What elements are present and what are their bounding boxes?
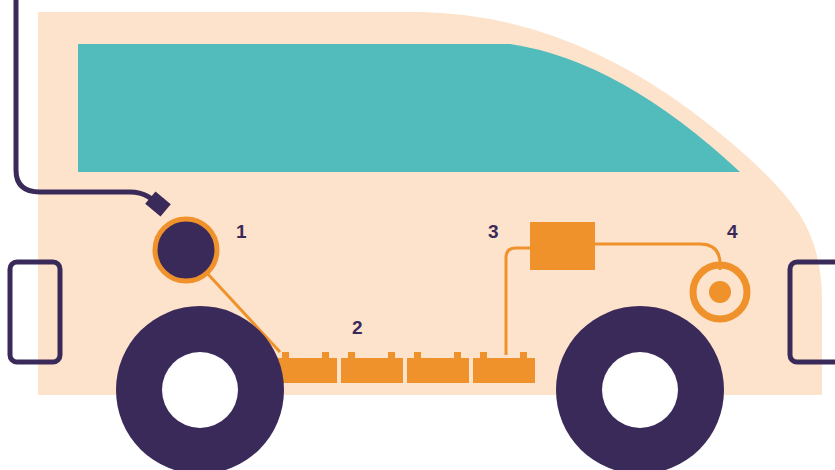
motor-core [709,281,731,303]
front-hub [602,352,678,428]
front-bumper [790,262,835,362]
plug-head [145,191,171,216]
rear-wheel [116,306,284,470]
rear-hub [162,352,238,428]
front-wheel [556,306,724,470]
charging-port [155,219,217,281]
battery-wire [506,248,530,355]
rear-bumper [10,262,60,362]
motor-ring [693,265,747,319]
car-window [78,44,740,172]
callout-number: 1 [236,222,247,241]
callout-number: 3 [488,222,499,241]
motor-wire [595,244,720,270]
charging-cable [16,0,162,210]
callout-number: 2 [352,318,363,337]
battery-pack [275,352,535,383]
callout-number: 4 [727,222,738,241]
controller-box [530,222,595,270]
